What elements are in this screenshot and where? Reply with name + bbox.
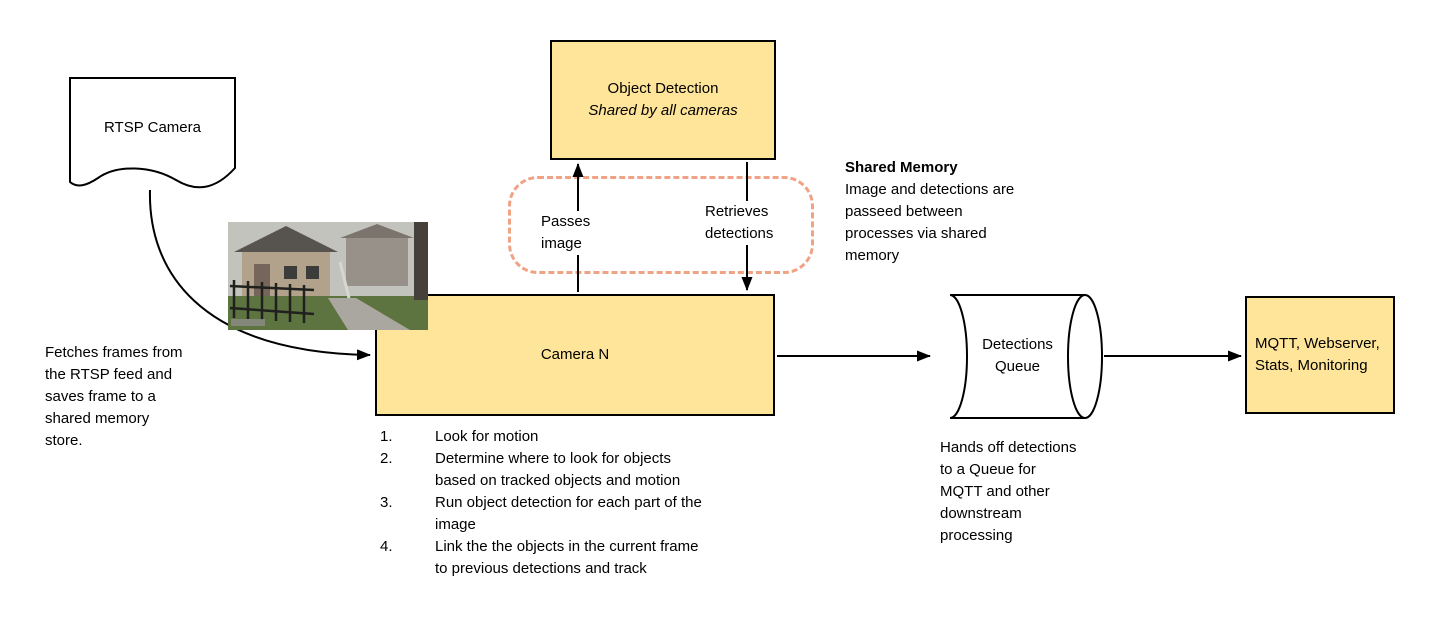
- object-detection-subtitle: Shared by all cameras: [588, 102, 738, 119]
- step-number: 4.: [380, 538, 393, 555]
- step-text: Determine where to look for objects base…: [435, 450, 681, 489]
- retrieves-detections-label: Retrieves detections: [702, 201, 777, 245]
- object-detection-node: Object Detection Shared by all cameras: [550, 40, 776, 160]
- camera-n-label: Camera N: [540, 346, 610, 363]
- mqtt-webserver-node: MQTT, Webserver, Stats, Monitoring: [1245, 296, 1395, 414]
- shared-memory-note: Shared Memory Image and detections are p…: [845, 157, 1065, 267]
- camera-step-4: 4. Link the the objects in the current f…: [380, 536, 760, 580]
- step-text: Run object detection for each part of th…: [435, 494, 702, 533]
- object-detection-title: Object Detection: [607, 80, 719, 97]
- fetch-frames-note: Fetches frames from the RTSP feed and sa…: [45, 344, 183, 449]
- camera-step-3: 3. Run object detection for each part of…: [380, 492, 760, 536]
- step-number: 3.: [380, 494, 393, 511]
- step-text: Look for motion: [435, 428, 539, 445]
- shared-memory-note-body: Image and detections are passeed between…: [845, 181, 1015, 264]
- step-number: 1.: [380, 428, 393, 445]
- camera-snapshot-image: [228, 222, 428, 330]
- step-number: 2.: [380, 450, 393, 467]
- camera-step-1: 1. Look for motion: [380, 426, 760, 448]
- camera-n-node: Camera N: [375, 294, 775, 416]
- rtsp-camera-label: RTSP Camera: [104, 119, 201, 136]
- passes-image-label: Passes image: [538, 211, 594, 255]
- hands-off-note: Hands off detections to a Queue for MQTT…: [940, 439, 1077, 544]
- camera-steps-list: 1. Look for motion 2. Determine where to…: [380, 426, 760, 580]
- shared-memory-zone: [508, 176, 814, 274]
- step-text: Link the the objects in the current fram…: [435, 538, 699, 577]
- shared-memory-note-title: Shared Memory: [845, 159, 958, 176]
- camera-step-2: 2. Determine where to look for objects b…: [380, 448, 760, 492]
- detections-queue-label: Detections Queue: [982, 336, 1053, 375]
